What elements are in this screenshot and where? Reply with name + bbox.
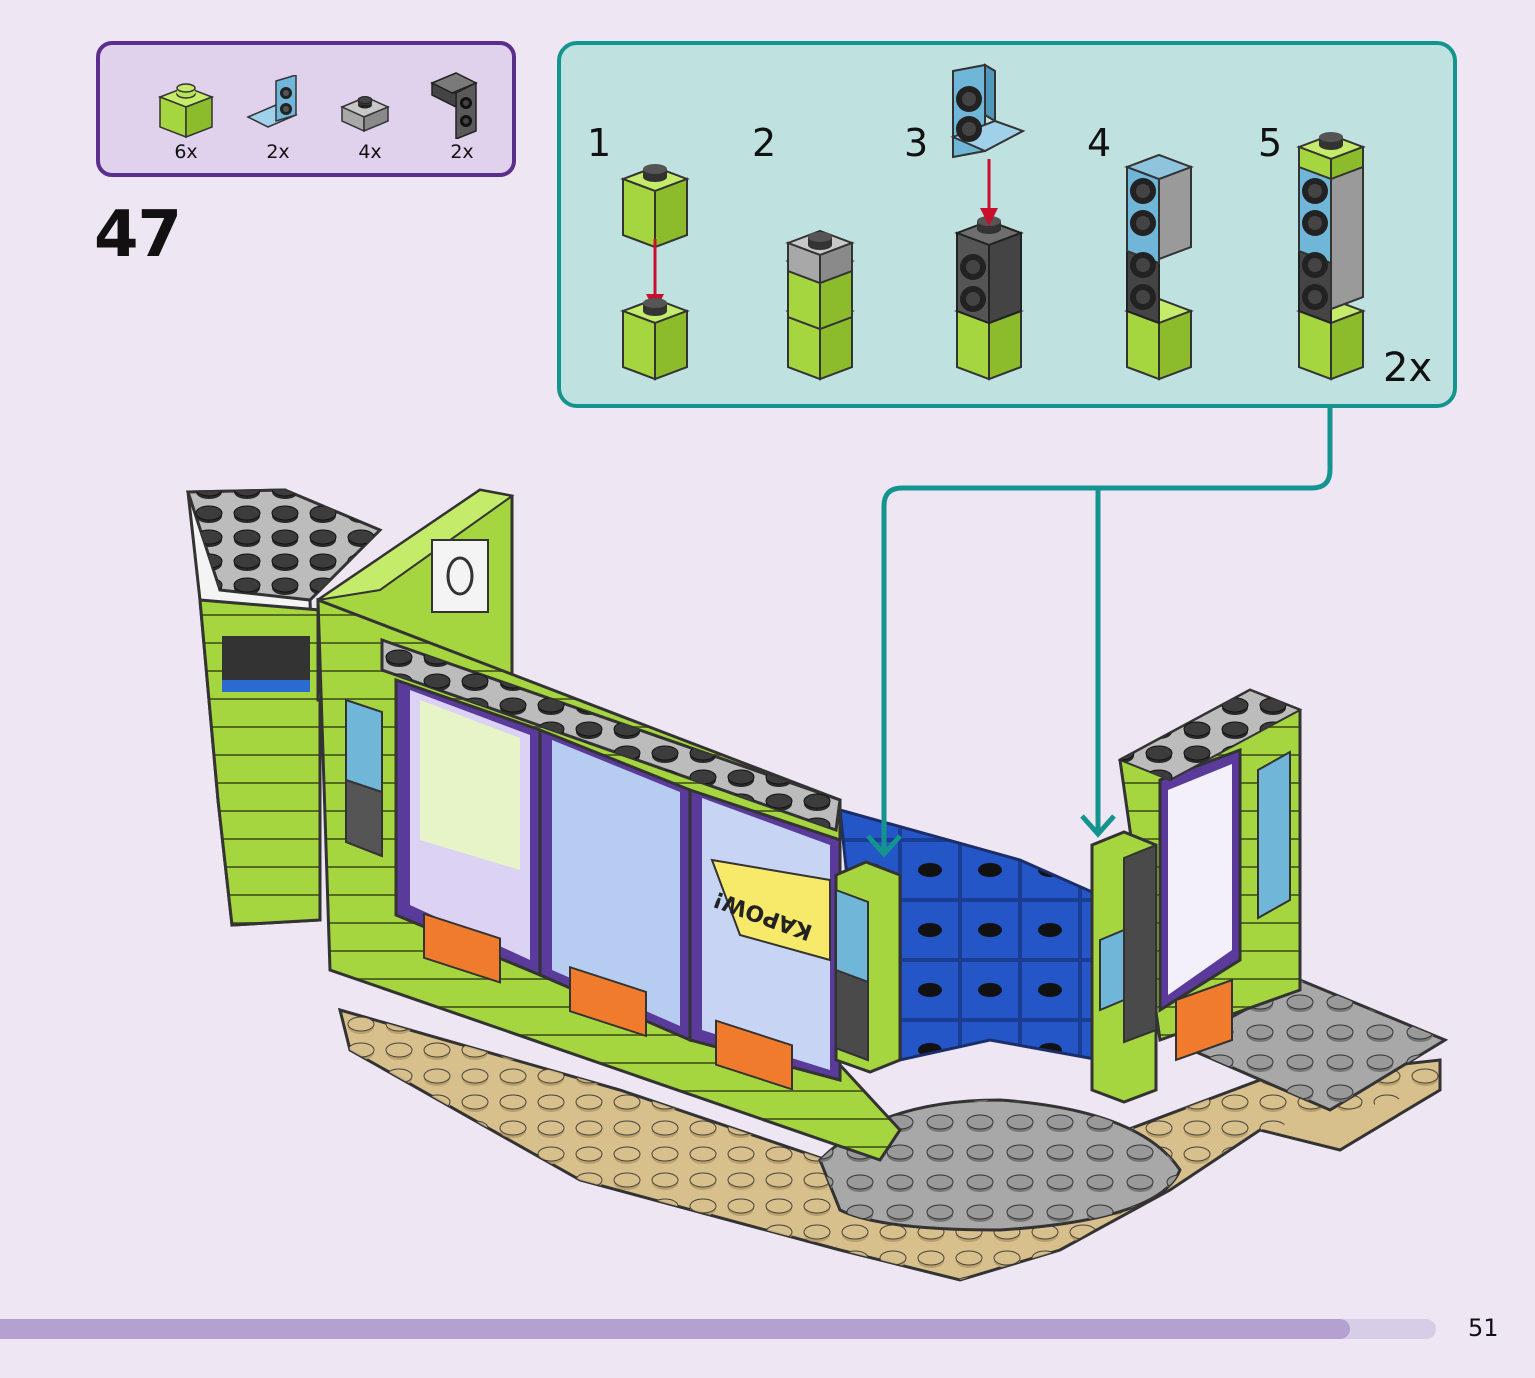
- sub-step-2-number: 2: [752, 121, 777, 165]
- orange-tiles: [423, 912, 793, 1091]
- sub-step-2-illustration: [785, 229, 855, 380]
- lime-1x1-brick-icon: [157, 83, 215, 139]
- part-qty: 6x: [174, 141, 198, 163]
- sub-step-1-illustration: [622, 164, 688, 380]
- part-light-blue-bracket: 2x: [238, 45, 318, 175]
- page-progress-bar: [0, 1319, 1436, 1339]
- gray-1x1-plate-icon: [340, 96, 390, 133]
- part-qty: 2x: [266, 141, 290, 163]
- dark-gray-bracket-icon: [430, 72, 478, 139]
- part-lime-brick: 6x: [146, 45, 226, 175]
- sub-step-5-number: 5: [1258, 121, 1283, 165]
- sub-step-4-illustration: [1124, 153, 1194, 380]
- part-dark-gray-bracket: 2x: [422, 45, 502, 175]
- part-qty: 2x: [450, 141, 474, 163]
- parts-list-box: 6x 2x 4x 2x: [96, 41, 516, 177]
- window-frames: KAPOW!: [394, 677, 842, 1082]
- sub-step-3-illustration: [950, 63, 1026, 380]
- part-gray-plate: 4x: [330, 45, 410, 175]
- page-progress-fill: [0, 1319, 1350, 1339]
- sub-step-5-illustration: [1298, 132, 1364, 380]
- step-number: 47: [94, 198, 182, 272]
- sub-step-3-number: 3: [904, 121, 929, 165]
- sub-step-1-number: 1: [587, 121, 612, 165]
- sub-assembly-right-placement: [1090, 830, 1158, 1104]
- sub-assembly-illustrations: [622, 63, 1364, 380]
- sub-step-4-number: 4: [1087, 121, 1112, 165]
- sub-assembly-left-placement: [834, 860, 902, 1074]
- part-qty: 4x: [358, 141, 382, 163]
- light-blue-bracket-icon: [246, 75, 298, 128]
- sub-assembly-multiplier: 2x: [1383, 345, 1433, 391]
- page-number: 51: [1468, 1314, 1499, 1342]
